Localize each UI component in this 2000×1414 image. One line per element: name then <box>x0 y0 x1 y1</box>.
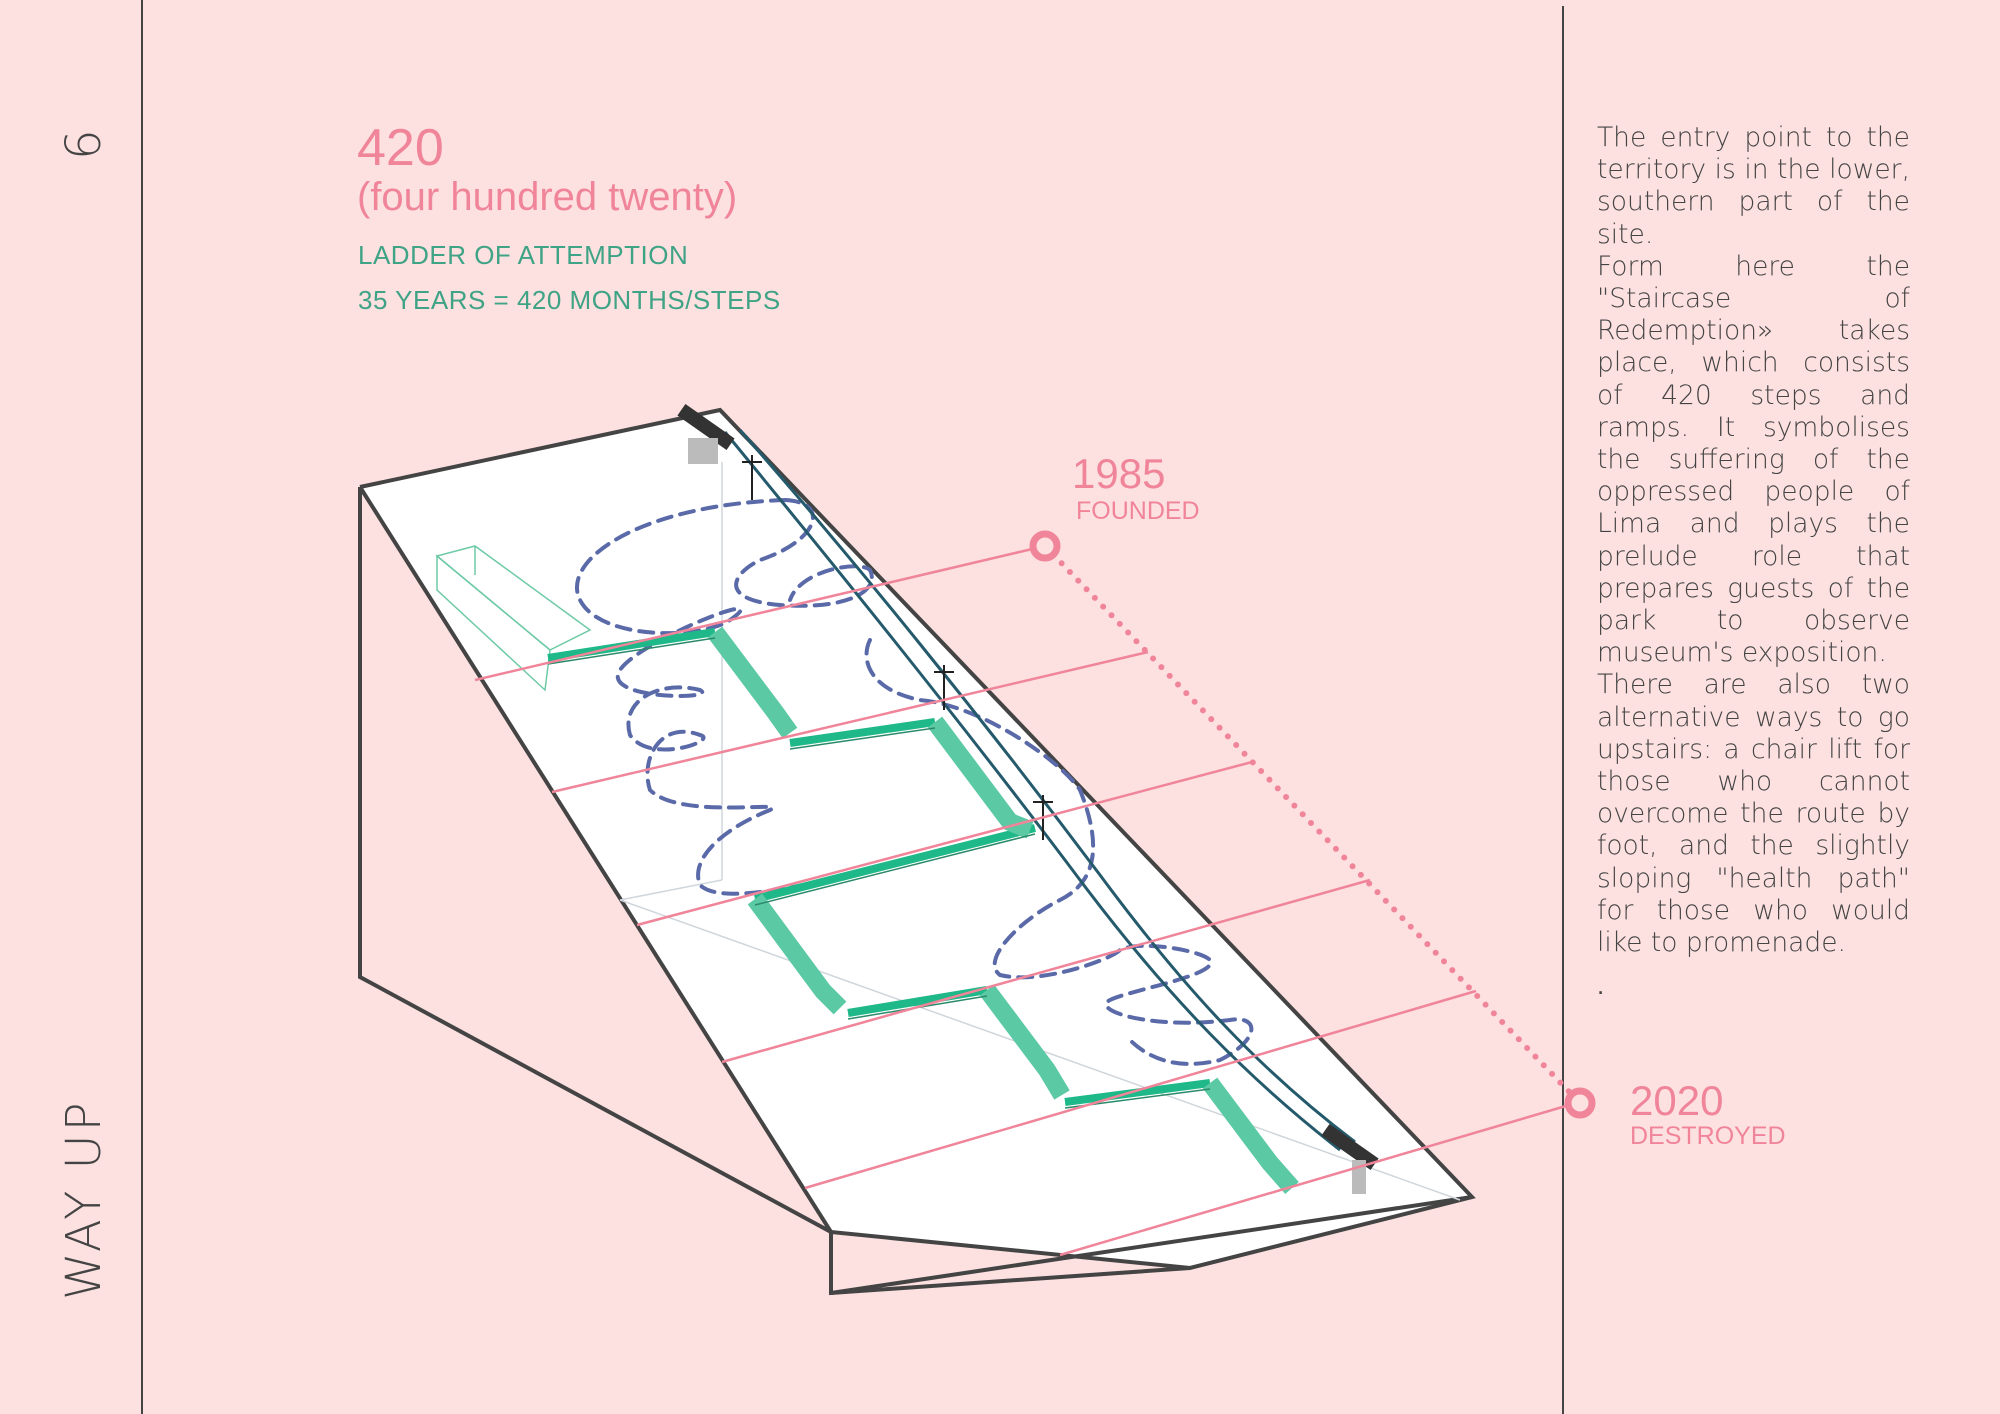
description-trailing-dot: . <box>1597 970 1605 1000</box>
slope-outline <box>358 407 1476 1271</box>
chair-lift <box>677 404 1379 1194</box>
description-paragraph: Form here the "Staircase of Redemption» … <box>1597 250 1910 669</box>
slope-base-edge <box>830 1195 1473 1295</box>
timeline-start-label: FOUNDED <box>1076 497 1200 525</box>
steps-number-words: (four hundred twenty) <box>357 175 738 219</box>
description-text: The entry point to the territory is in t… <box>1597 122 1910 959</box>
description-paragraph: There are also two alternative ways to g… <box>1597 669 1910 959</box>
slope-top-surface <box>360 410 1472 1268</box>
diagram-equation: 35 YEARS = 420 MONTHS/STEPS <box>358 285 781 315</box>
timeline-end-label: DESTROYED <box>1630 1122 1786 1150</box>
timeline-dotted-line <box>1042 543 1583 1106</box>
steps-number: 420 <box>357 119 444 177</box>
diagram-title: LADDER OF ATTEMPTION <box>358 240 689 270</box>
slope-side-outline <box>358 487 1191 1296</box>
left-divider <box>141 0 143 1414</box>
timeline-end-year: 2020 <box>1630 1077 1724 1124</box>
timeline-start-year: 1985 <box>1072 450 1166 497</box>
upper-platform-outline <box>435 545 592 692</box>
timeline-month-lines <box>474 544 1577 1257</box>
timeline-start-marker <box>1029 530 1061 562</box>
right-divider <box>1562 6 1564 1414</box>
timeline-end-marker <box>1564 1087 1596 1119</box>
description-paragraph: The entry point to the territory is in t… <box>1597 122 1910 250</box>
